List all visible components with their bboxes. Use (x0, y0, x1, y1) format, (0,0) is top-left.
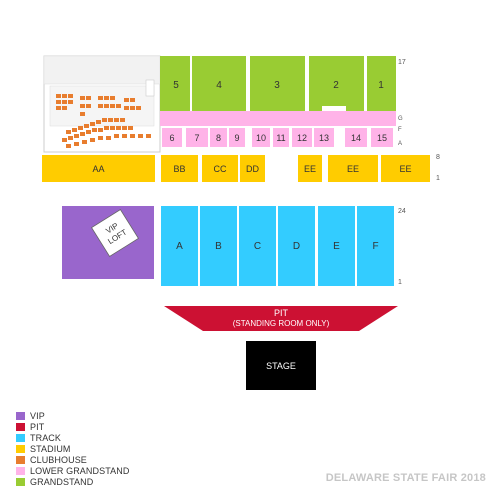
lower-grandstand-section-12[interactable]: 12 (292, 128, 312, 147)
track-section-e[interactable]: E (318, 206, 355, 286)
section-label: 3 (274, 80, 280, 91)
grandstand-section-5[interactable]: 5 (160, 56, 190, 112)
track-section-d[interactable]: D (278, 206, 315, 286)
lower-grandstand-section-9[interactable]: 9 (229, 128, 245, 147)
row-marker-g: G (398, 116, 403, 122)
lower-grandstand-section-6[interactable]: 6 (162, 128, 182, 147)
legend-swatch (16, 444, 25, 453)
section-label: 8 (216, 133, 221, 143)
lower-grandstand-section-15[interactable]: 15 (371, 128, 393, 147)
stadium-section-ee-5[interactable]: EE (328, 155, 378, 182)
section-label: 6 (169, 133, 174, 143)
lower-grandstand-section-11[interactable]: 11 (273, 128, 289, 147)
section-label: 10 (256, 133, 266, 143)
legend-item-track: TRACK (16, 432, 129, 443)
legend-label: TRACK (30, 432, 62, 443)
lower-grandstand-section-13[interactable]: 13 (314, 128, 334, 147)
stage-label: STAGE (266, 361, 296, 371)
section-label: 2 (333, 80, 339, 91)
legend-swatch (16, 422, 25, 431)
grandstand-section-2[interactable]: 2 (309, 56, 364, 112)
lower-grandstand-section-14[interactable]: 14 (345, 128, 367, 147)
stage: STAGE (246, 341, 316, 390)
legend-swatch (16, 466, 25, 475)
legend-item-pit: PIT (16, 421, 129, 432)
section-label: A (176, 241, 183, 252)
section-label: DD (246, 164, 259, 174)
section-label: 11 (276, 133, 285, 143)
vip-section[interactable]: VIP LOFT (62, 206, 154, 279)
grandstand-section-3[interactable]: 3 (250, 56, 305, 112)
section-label: BB (173, 164, 185, 174)
clubhouse-area (43, 55, 161, 153)
row-marker-a: A (398, 141, 402, 147)
lower-grandstand-bottom-row: 6 7 8 9 10 11 12 13 14 15 (160, 111, 396, 147)
row-marker-8: 8 (436, 154, 440, 161)
legend-item-clubhouse: CLUBHOUSE (16, 454, 129, 465)
lower-grandstand-section-8[interactable]: 8 (210, 128, 227, 147)
row-marker-1: 1 (436, 175, 440, 182)
track-section-c[interactable]: C (239, 206, 276, 286)
legend-label: STADIUM (30, 443, 71, 454)
stadium-sections: AA BB CC DD EE EE EE (42, 155, 430, 182)
track-section-a[interactable]: A (161, 206, 198, 286)
section-label: 9 (234, 133, 239, 143)
section-label: 1 (378, 80, 384, 91)
legend-swatch (16, 411, 25, 420)
venue-title: DELAWARE STATE FAIR 2018 (325, 472, 486, 484)
pit-section[interactable]: PIT (STANDING ROOM ONLY) (164, 306, 398, 331)
track-section-f[interactable]: F (357, 206, 394, 286)
section-label: B (215, 241, 222, 252)
stadium-section-aa-0[interactable]: AA (42, 155, 155, 182)
section-label: AA (92, 164, 104, 174)
section-label: 7 (194, 133, 199, 143)
grandstand-section-1[interactable]: 1 (367, 56, 396, 112)
legend-swatch (16, 455, 25, 464)
row-marker-f: F (398, 127, 402, 133)
pit-sublabel: (STANDING ROOM ONLY) (233, 319, 330, 328)
section-label: 14 (351, 133, 361, 143)
section-label: 4 (216, 80, 222, 91)
legend-swatch (16, 477, 25, 486)
stadium-section-ee-6[interactable]: EE (381, 155, 430, 182)
section-label: C (254, 241, 261, 252)
stadium-section-ee-4[interactable]: EE (298, 155, 322, 182)
section-label: 5 (173, 80, 179, 91)
grandstand-section-4[interactable]: 4 (192, 56, 246, 112)
row-marker-track-1: 1 (398, 279, 402, 286)
section-label: EE (347, 164, 359, 174)
section-label: F (372, 241, 378, 252)
section-label: EE (304, 164, 316, 174)
row-marker-17: 17 (398, 59, 406, 66)
legend-item-lower-grandstand: LOWER GRANDSTAND (16, 465, 129, 476)
row-marker-24: 24 (398, 208, 406, 215)
stadium-section-cc-2[interactable]: CC (202, 155, 238, 182)
legend-label: CLUBHOUSE (30, 454, 87, 465)
pit-label: PIT (274, 308, 289, 318)
legend-label: LOWER GRANDSTAND (30, 465, 130, 476)
track-sections: A B C D E F (161, 206, 394, 286)
legend-item-vip: VIP (16, 410, 129, 421)
stadium-section-dd-3[interactable]: DD (240, 155, 265, 182)
section-label: E (333, 241, 340, 252)
clubhouse-tables[interactable] (56, 94, 151, 148)
lower-grandstand-section-10[interactable]: 10 (252, 128, 270, 147)
legend-item-stadium: STADIUM (16, 443, 129, 454)
legend-label: GRANDSTAND (30, 476, 94, 487)
legend-swatch (16, 433, 25, 442)
section-label: EE (399, 164, 411, 174)
track-section-b[interactable]: B (200, 206, 237, 286)
section-label: 13 (319, 133, 329, 143)
legend-label: PIT (30, 421, 45, 432)
legend-item-grandstand: GRANDSTAND (16, 476, 129, 487)
section-label: 12 (297, 133, 307, 143)
section-label: CC (214, 164, 227, 174)
stadium-section-bb-1[interactable]: BB (161, 155, 198, 182)
section-label: 15 (377, 133, 387, 143)
section-label: D (293, 241, 300, 252)
legend-label: VIP (30, 410, 45, 421)
lower-grandstand-section-7[interactable]: 7 (186, 128, 208, 147)
